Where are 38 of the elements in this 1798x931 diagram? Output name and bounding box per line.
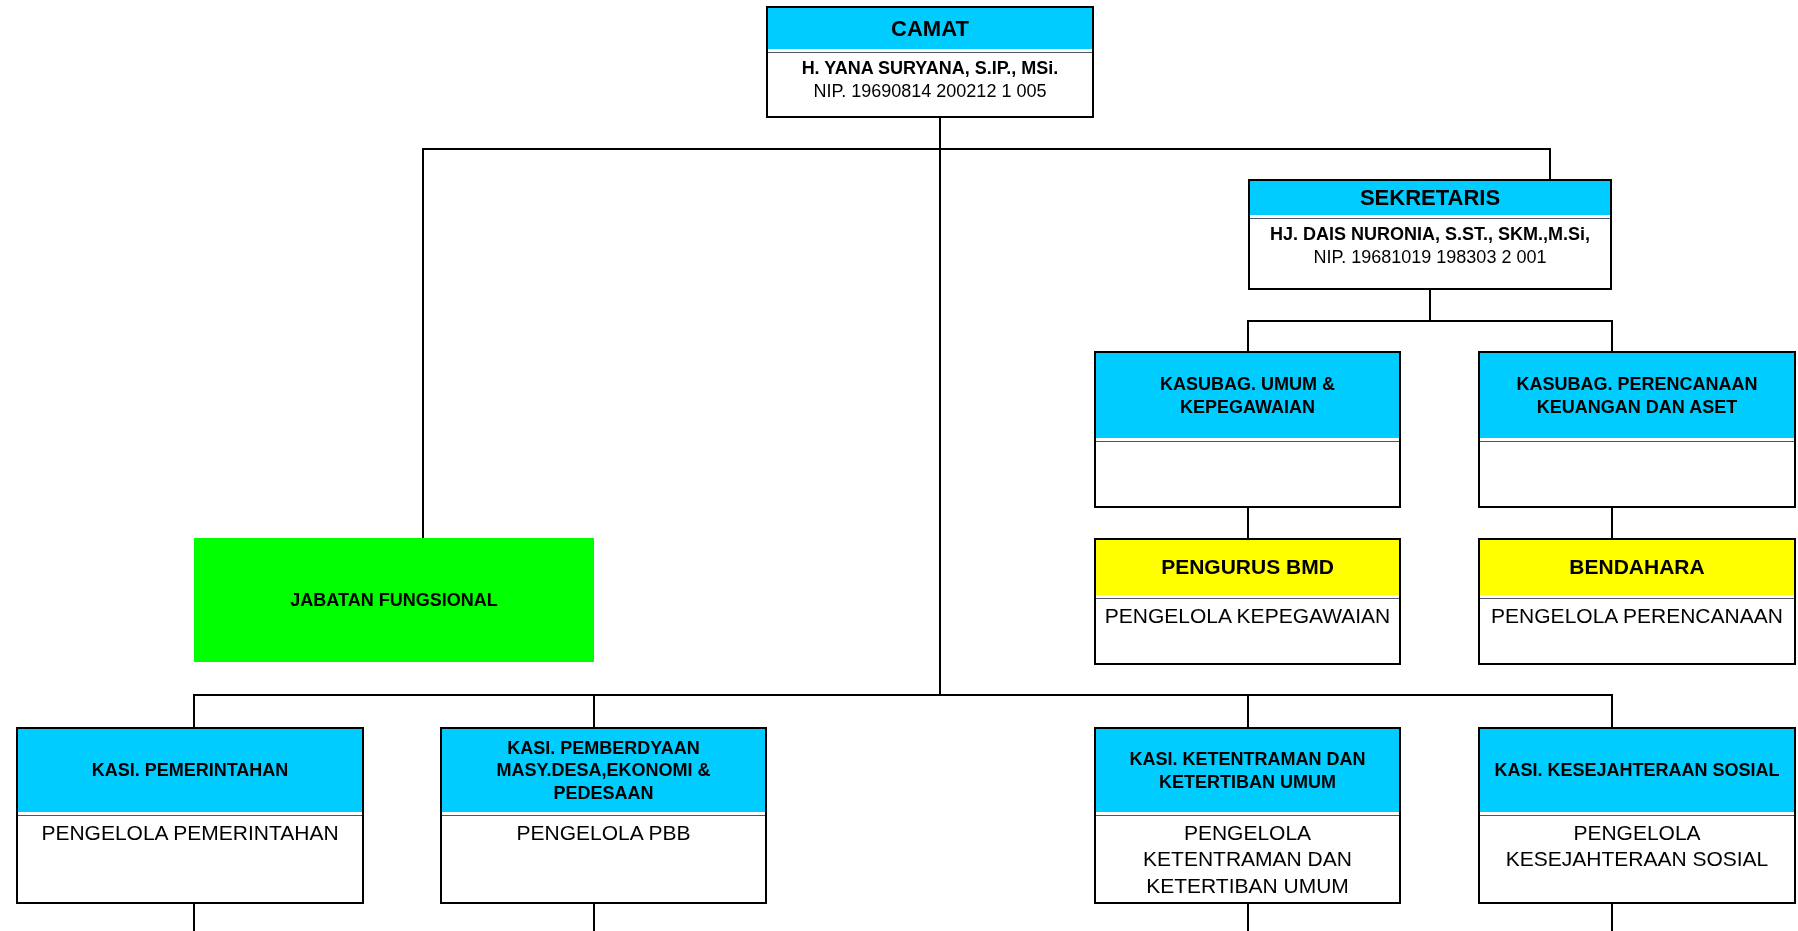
position-title: KASI. KESEJAHTERAAN SOSIAL bbox=[1480, 729, 1794, 815]
position-title: KASUBAG. PERENCANAAN KEUANGAN DAN ASET bbox=[1480, 353, 1794, 441]
position-title: KASUBAG. UMUM & KEPEGAWAIAN bbox=[1096, 353, 1399, 441]
position-box bbox=[1248, 179, 1612, 290]
officer-name: HJ. DAIS NURONIA, S.ST., SKM.,M.Si, bbox=[1269, 223, 1590, 246]
position-title: KASI. PEMBERDYAAN MASY.DESA,EKONOMI & PEDESAAN bbox=[442, 729, 765, 815]
staff-role: PENGELOLA PERENCANAAN bbox=[1491, 603, 1783, 629]
connector-line bbox=[593, 903, 595, 931]
connector-line bbox=[193, 903, 195, 931]
connector-line bbox=[1429, 289, 1613, 352]
position-title: KASI. PEMERINTAHAN bbox=[18, 729, 362, 815]
position-box bbox=[1094, 351, 1401, 508]
position-box bbox=[1478, 538, 1796, 665]
connector-line bbox=[1247, 903, 1249, 931]
position-title: JABATAN FUNGSIONAL bbox=[194, 538, 594, 662]
staff-role: PENGELOLA PEMERINTAHAN bbox=[41, 820, 339, 846]
position-title: SEKRETARIS bbox=[1250, 181, 1610, 218]
position-box bbox=[440, 727, 767, 904]
position-box bbox=[1094, 538, 1401, 665]
position-title: PENGURUS BMD bbox=[1096, 540, 1399, 598]
connector-line bbox=[1611, 507, 1613, 539]
connector-line bbox=[1247, 507, 1249, 539]
employee-id: NIP. 19690814 200212 1 005 bbox=[813, 79, 1047, 102]
position-box bbox=[766, 6, 1094, 118]
position-box bbox=[1094, 727, 1401, 904]
staff-role: PENGELOLA KEPEGAWAIAN bbox=[1104, 603, 1391, 629]
officer-name: H. YANA SURYANA, S.IP., MSi. bbox=[801, 57, 1059, 80]
staff-role: PENGELOLA KESEJAHTERAAN SOSIAL bbox=[1504, 820, 1770, 873]
position-title: CAMAT bbox=[768, 8, 1092, 52]
staff-role: PENGELOLA PBB bbox=[516, 820, 691, 846]
position-title: KASI. KETENTRAMAN DAN KETERTIBAN UMUM bbox=[1096, 729, 1399, 815]
position-box bbox=[1478, 351, 1796, 508]
position-title: BENDAHARA bbox=[1480, 540, 1794, 598]
position-box bbox=[16, 727, 364, 904]
employee-id: NIP. 19681019 198303 2 001 bbox=[1313, 245, 1547, 268]
staff-role: PENGELOLA KETENTRAMAN DAN KETERTIBAN UMUM bbox=[1142, 820, 1353, 899]
connector-line bbox=[1611, 903, 1613, 931]
position-box bbox=[1478, 727, 1796, 904]
